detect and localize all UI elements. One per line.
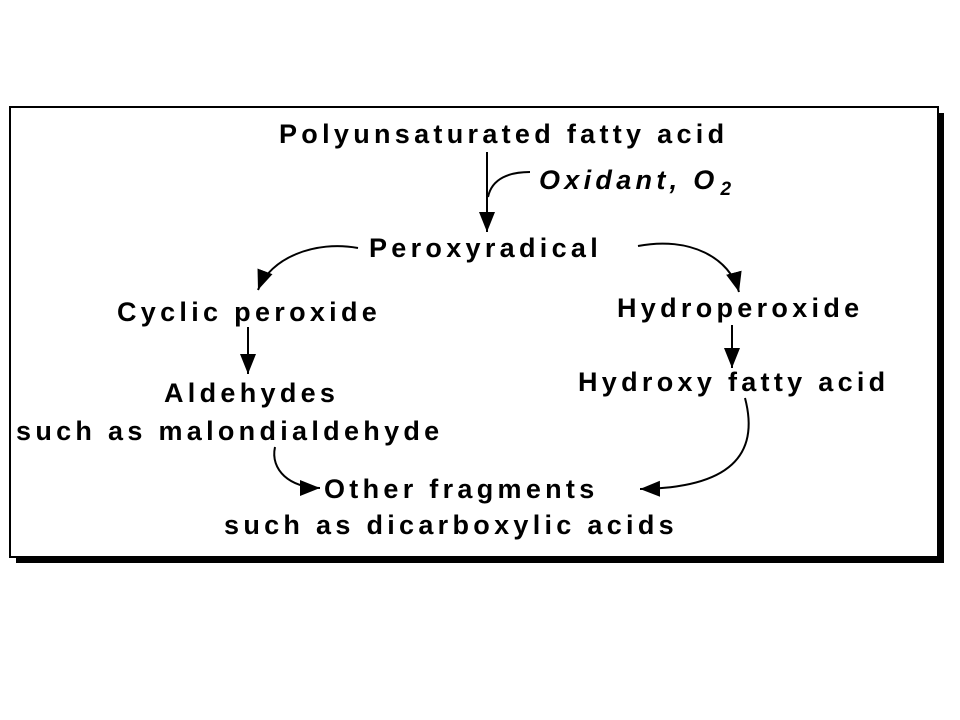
node-aldehydes: Aldehydes [164, 378, 339, 408]
node-pufa: Polyunsaturated fatty acid [279, 119, 728, 149]
node-oxidant-subscript: 2 [720, 179, 732, 200]
connectors [240, 152, 750, 497]
arrow-peroxyradical-to-hydroperoxide [637, 242, 742, 293]
arrow-peroxyradical-to-cyclic [257, 245, 359, 291]
node-oxidant-text: Oxidant, O [539, 165, 719, 195]
node-hydroperoxide: Hydroperoxide [617, 293, 863, 323]
arrow-hydroxy-to-fragments [639, 397, 750, 497]
node-aldehydes-example: such as malondialdehyde [16, 416, 444, 446]
node-hydroxy-fatty-acid: Hydroxy fatty acid [578, 367, 889, 397]
node-peroxyradical: Peroxyradical [369, 233, 602, 263]
arrow-aldehydes-to-fragments [273, 446, 321, 496]
node-cyclic-peroxide: Cyclic peroxide [117, 297, 381, 327]
node-fragments-example: such as dicarboxylic acids [224, 510, 678, 540]
node-other-fragments: Other fragments [324, 474, 599, 504]
curve-oxidant-join [487, 171, 531, 198]
frame [9, 106, 939, 558]
